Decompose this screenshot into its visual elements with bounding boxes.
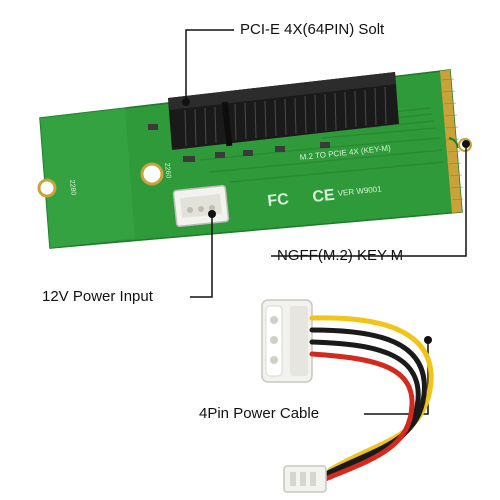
m2-gold-fingers — [440, 70, 462, 213]
mounting-hole — [140, 162, 164, 186]
mounting-hole — [37, 178, 57, 198]
pcie-4x-slot — [168, 72, 399, 150]
power-input-connector — [172, 184, 230, 228]
small-4pin-connector — [283, 465, 327, 493]
length-2280-text: 2280 — [68, 179, 77, 195]
pcie-slot-label: PCI-E 4X(64PIN) Solt — [240, 21, 385, 38]
molex-connector — [261, 299, 313, 383]
length-2260-text: 2260 — [163, 162, 172, 178]
fc-mark: FC — [267, 191, 290, 210]
callout-lines — [185, 29, 467, 415]
power-cable — [261, 299, 434, 493]
ce-mark: CE — [312, 187, 336, 206]
power-input-label: 12V Power Input — [42, 288, 153, 305]
ngff-key-label: NGFF(M.2) KEY-M — [277, 247, 404, 264]
power-cable-label: 4Pin Power Cable — [199, 405, 320, 422]
